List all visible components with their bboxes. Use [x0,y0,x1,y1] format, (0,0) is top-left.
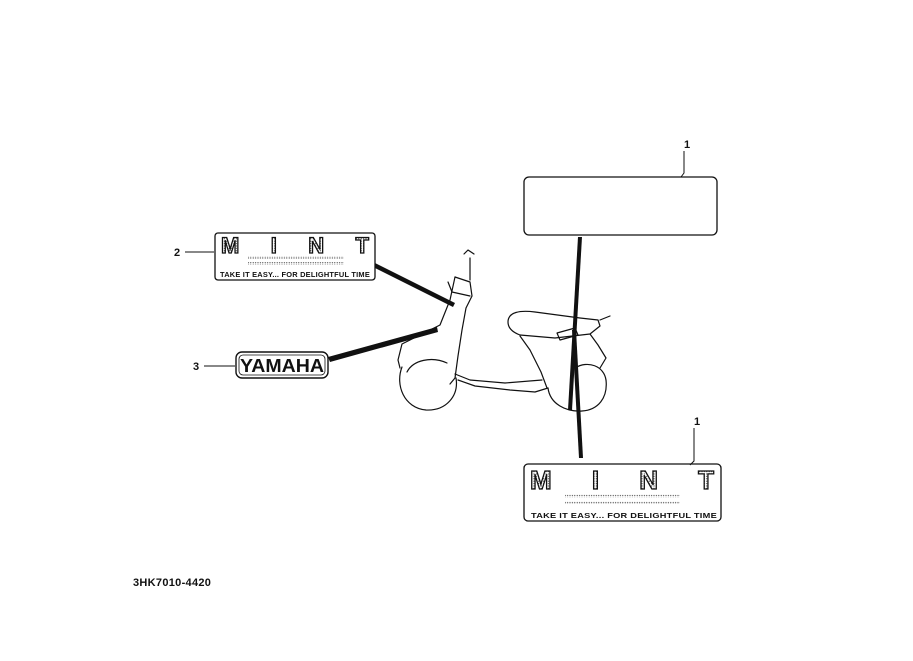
diagram-code: 3HK7010-4420 [133,577,212,589]
callout-leader-1-lower [689,428,695,466]
callout-number-3: 3 [193,361,199,373]
leader-band-item-1-lower [572,330,583,458]
scooter-outline [397,249,611,412]
yamaha-emblem: YAMAHA [235,351,329,379]
callout-leader-1-upper [680,151,685,178]
dot-row-pattern-large [565,494,680,505]
leader-band-item-2 [373,263,455,307]
yamaha-wordmark: YAMAHA [240,356,324,376]
mint-tagline-large: TAKE IT EASY... FOR DELIGHTFUL TIME [531,513,717,520]
callout-number-1-upper: 1 [684,139,690,151]
dot-row-pattern [248,256,344,265]
callout-number-2: 2 [174,247,180,259]
blank-panel-emblem [523,176,718,236]
leader-band-item-3 [328,327,438,362]
mint-emblem-large: MINT TAKE IT EASY... FOR DELIGHTFUL TIME [523,463,722,522]
mint-emblem-small: MINT TAKE IT EASY... FOR DELIGHTFUL TIME [214,232,376,281]
callout-number-1-lower: 1 [694,416,700,428]
leader-band-item-1-upper [568,237,582,410]
mint-tagline: TAKE IT EASY... FOR DELIGHTFUL TIME [220,272,370,279]
